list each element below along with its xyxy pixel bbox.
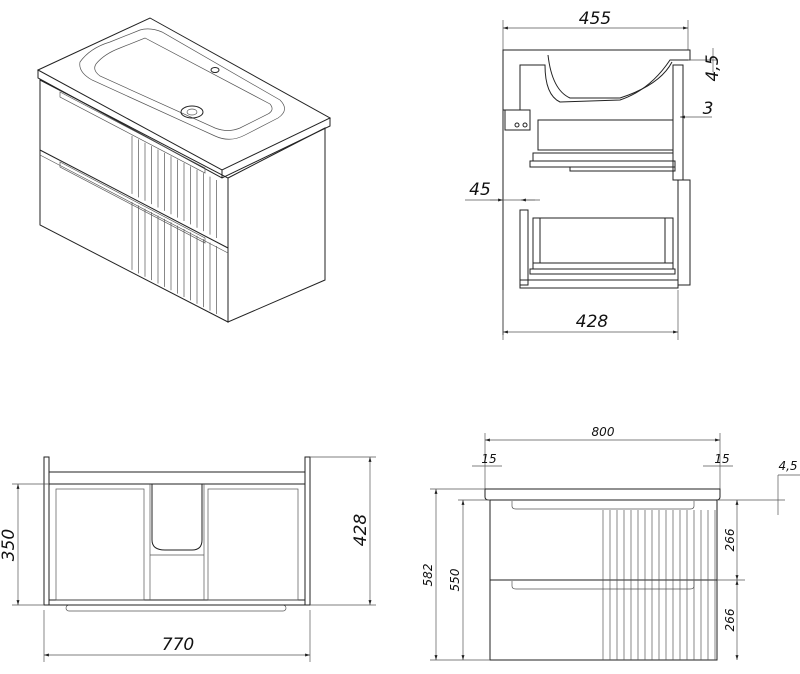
dimension-455: 455: [579, 9, 611, 29]
dimension-266-lower: 266: [723, 608, 737, 631]
basin-bowl: [79, 28, 285, 140]
lower-drawer-handle: [59, 161, 206, 244]
dimension-770: 770: [162, 635, 194, 655]
dimension-350: 350: [0, 529, 19, 561]
dimension-45: 45: [469, 180, 491, 200]
dimension-582: 582: [421, 564, 435, 587]
upper-drawer-handle: [59, 91, 206, 174]
side-section-view: 455 428 45 4,5 3: [465, 9, 723, 340]
dimension-15-right: 15: [714, 452, 729, 466]
dimension-550: 550: [448, 568, 462, 591]
dimension-428: 428: [576, 312, 609, 332]
dimension-4-5-front: 4,5: [778, 459, 797, 473]
fluted-panel-front: [602, 510, 716, 660]
dimension-4-5-side: 4,5: [703, 54, 723, 81]
dimension-3: 3: [703, 99, 714, 119]
drain-icon: [180, 105, 204, 119]
fluted-panel: [131, 135, 217, 314]
dimension-266-upper: 266: [723, 528, 737, 551]
front-view: 800 15 15 582 550 266 266 4,5: [421, 425, 800, 661]
countertop: [484, 488, 721, 501]
isometric-view: [36, 17, 332, 323]
dimension-15-left: 15: [481, 452, 496, 466]
dimension-428-rear: 428: [351, 514, 371, 547]
cabinet-side: [227, 127, 326, 323]
basin-section: [502, 49, 691, 111]
dimension-800: 800: [592, 425, 615, 439]
faucet-hole-icon: [210, 67, 220, 73]
rear-view: 770 350 428: [0, 456, 376, 662]
